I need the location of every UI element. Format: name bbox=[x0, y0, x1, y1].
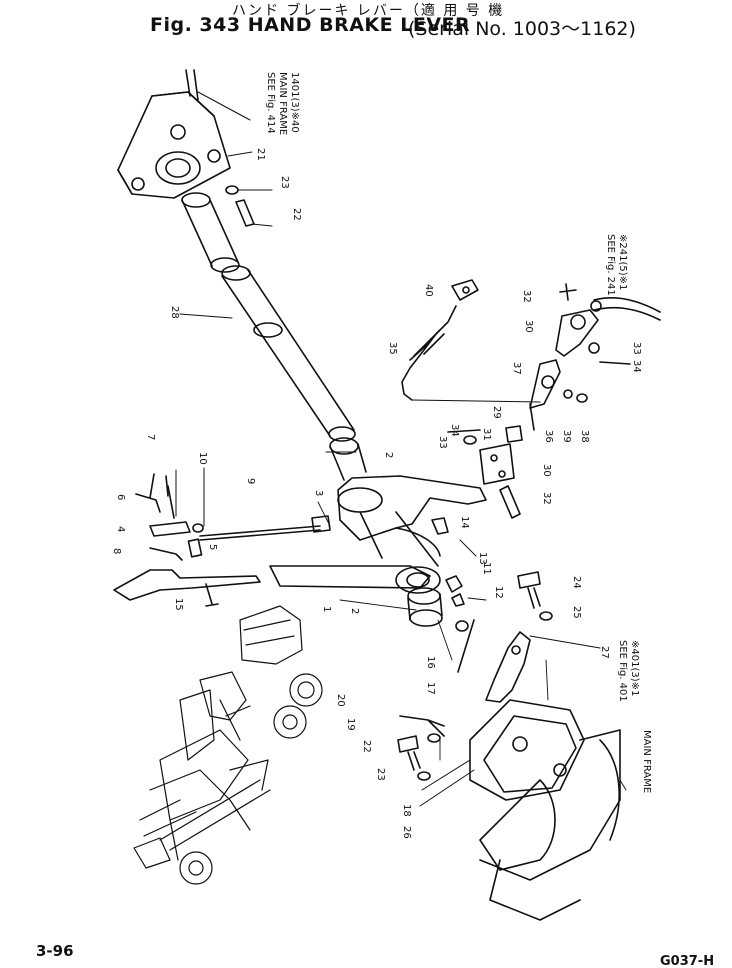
callout-top-frame-line3: SEE Fig. 414 bbox=[265, 72, 276, 134]
part-number: 3 bbox=[313, 490, 324, 496]
callout-top-frame-line1: 1401(3)※40 bbox=[289, 72, 300, 133]
part-number: 24 bbox=[571, 576, 582, 589]
leader-lines bbox=[227, 151, 627, 791]
part-number: 36 bbox=[543, 430, 554, 443]
main-shaft bbox=[179, 265, 367, 481]
lower-left-bolt bbox=[397, 715, 475, 807]
part-number: 40 bbox=[423, 284, 434, 297]
part-number: 30 bbox=[523, 320, 534, 333]
right-linkage bbox=[401, 279, 661, 519]
upper-bushing bbox=[181, 185, 273, 273]
part-number: 7 bbox=[145, 434, 156, 440]
lever-hub bbox=[269, 475, 487, 594]
callout-lower-bracket-line1: ※401(3)※1 bbox=[629, 640, 640, 696]
part-number: 22 bbox=[291, 208, 302, 221]
callout-lower-frame-line1: MAIN FRAME bbox=[641, 730, 652, 793]
page-number: 3-96 bbox=[36, 942, 74, 960]
part-number: 34 bbox=[631, 360, 642, 373]
part-number: 15 bbox=[173, 598, 184, 611]
part-number: 1 bbox=[321, 606, 332, 612]
part-number: 31 bbox=[481, 428, 492, 441]
part-number: 33 bbox=[631, 342, 642, 355]
callout-top-frame: 1401(3)※40 MAIN FRAME SEE Fig. 414 bbox=[265, 72, 300, 135]
callout-right-link: ※241(5)※1 SEE Fig. 241 bbox=[605, 234, 628, 296]
callout-right-link-line2: SEE Fig. 241 bbox=[605, 234, 616, 296]
top-mount-bracket bbox=[117, 69, 251, 199]
callout-lower-bracket: ※401(3)※1 SEE Fig. 401 bbox=[617, 640, 640, 702]
callout-lower-bracket-line2: SEE Fig. 401 bbox=[617, 640, 628, 702]
lower-right-bolt bbox=[517, 571, 553, 621]
part-number-labels: 1 2 2 3 4 5 6 7 8 9 10 11 12 13 14 15 16… bbox=[111, 148, 642, 839]
part-number: 2 bbox=[383, 452, 394, 458]
part-number: 26 bbox=[401, 826, 412, 839]
part-number: 39 bbox=[561, 430, 572, 443]
machine-location-sketch bbox=[133, 605, 323, 885]
part-number: 9 bbox=[245, 478, 256, 484]
part-number: 11 bbox=[481, 562, 492, 575]
serial-range: (Serial No. 1003～1162) bbox=[408, 18, 636, 40]
part-number: 22 bbox=[361, 740, 372, 753]
callout-lower-frame: MAIN FRAME bbox=[641, 730, 652, 793]
part-number: 28 bbox=[169, 306, 180, 319]
part-number: 23 bbox=[279, 176, 290, 189]
part-number: 14 bbox=[459, 516, 470, 529]
drawing-code: G037-H bbox=[660, 954, 715, 968]
side-plate bbox=[485, 631, 601, 703]
part-number: 33 bbox=[437, 436, 448, 449]
part-number: 32 bbox=[521, 290, 532, 303]
part-number: 5 bbox=[207, 544, 218, 550]
part-number: 37 bbox=[511, 362, 522, 375]
part-number: 34 bbox=[449, 424, 460, 437]
part-number: 4 bbox=[115, 526, 126, 532]
callout-top-frame-line2: MAIN FRAME bbox=[277, 72, 288, 135]
part-number: 23 bbox=[375, 768, 386, 781]
lower-mount-bracket bbox=[469, 699, 621, 921]
part-number: 32 bbox=[541, 492, 552, 505]
part-number: 2 bbox=[349, 608, 360, 614]
part-number: 10 bbox=[197, 452, 208, 465]
adjust-rod-assembly bbox=[135, 467, 331, 607]
part-number: 16 bbox=[425, 656, 436, 669]
hand-lever-grip bbox=[113, 569, 261, 601]
part-number: 27 bbox=[599, 646, 610, 659]
part-number: 12 bbox=[493, 586, 504, 599]
lower-bushing bbox=[407, 587, 443, 627]
center-small-parts bbox=[431, 517, 487, 673]
part-number: 30 bbox=[541, 464, 552, 477]
part-number: 25 bbox=[571, 606, 582, 619]
callout-right-link-line1: ※241(5)※1 bbox=[617, 234, 628, 290]
part-number: 38 bbox=[579, 430, 590, 443]
part-number: 13 bbox=[477, 552, 488, 565]
part-number: 8 bbox=[111, 548, 122, 554]
part-number: 19 bbox=[345, 718, 356, 731]
part-number: 6 bbox=[115, 494, 126, 500]
part-number: 20 bbox=[335, 694, 346, 707]
part-number: 17 bbox=[425, 682, 436, 695]
part-number: 35 bbox=[387, 342, 398, 355]
part-number: 29 bbox=[491, 406, 502, 419]
title-japanese: ハンド ブレーキ レバー（適 用 号 機 bbox=[232, 3, 505, 19]
part-number: 21 bbox=[255, 148, 266, 161]
part-number: 18 bbox=[401, 804, 412, 817]
figure-title: Fig. 343 HAND BRAKE LEVER bbox=[150, 14, 471, 36]
